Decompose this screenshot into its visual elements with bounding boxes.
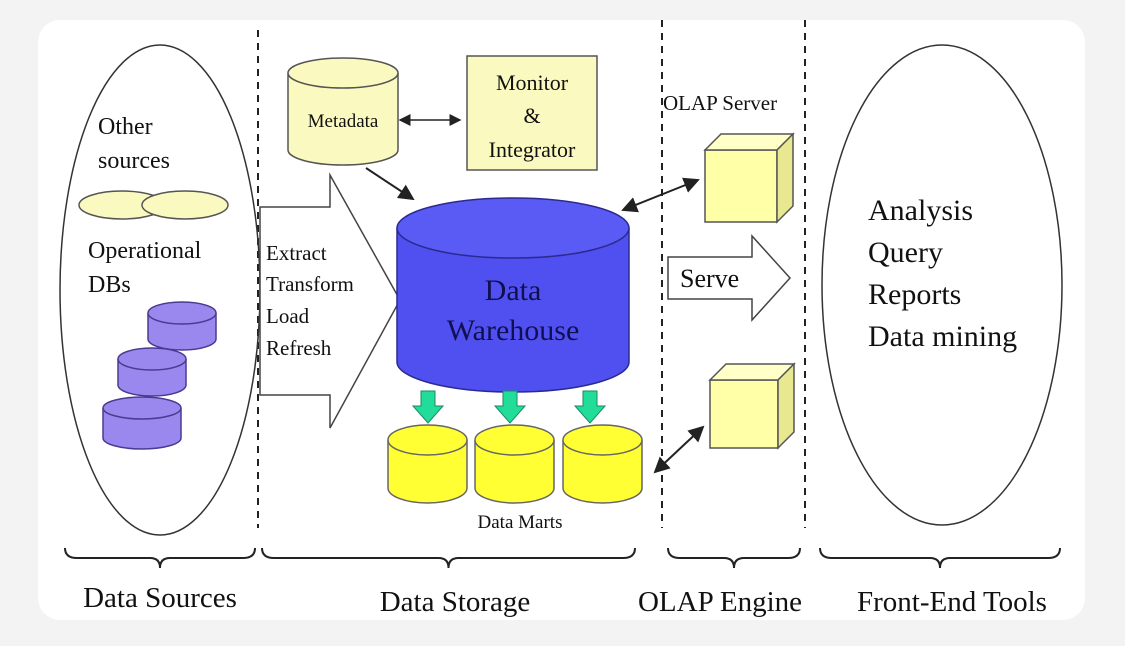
section-data-storage: Data Storage [380, 586, 531, 618]
metadata-label: Metadata [308, 111, 379, 132]
green-down-arrow-icon [493, 390, 527, 424]
operational-db-icon [102, 396, 182, 450]
section-braces [64, 547, 1061, 569]
operational-db-icon [117, 347, 187, 397]
data-marts [387, 424, 643, 504]
green-down-arrow-icon [411, 390, 445, 424]
serve-label: Serve [680, 264, 739, 293]
operational-dbs-label-2: DBs [88, 272, 131, 298]
integrator-label: Integrator [489, 137, 576, 162]
section-brace [819, 547, 1061, 569]
metadata-cylinder [287, 57, 399, 166]
other-sources-label-2: sources [98, 148, 170, 174]
warehouse-to-marts-arrows [411, 390, 607, 424]
etl-refresh: Refresh [266, 336, 332, 360]
warehouse-label-2: Warehouse [447, 314, 580, 347]
metadata-to-warehouse-arrow [365, 167, 415, 201]
section-brace [64, 547, 256, 569]
warehouse-label: Data [485, 274, 542, 307]
olap-cube-icon [708, 362, 796, 450]
etl-extract: Extract [266, 241, 327, 265]
olap-server-label: OLAP Server [663, 91, 777, 115]
warehouse-olap-arrow [621, 177, 700, 213]
etl-arrow [259, 172, 401, 429]
monitor-label: Monitor [496, 70, 569, 95]
section-data-sources: Data Sources [83, 582, 237, 614]
monitor-integrator-box [466, 55, 598, 171]
section-brace [667, 547, 801, 569]
section-dividers [257, 20, 806, 528]
data-mart-icon [562, 424, 643, 504]
green-down-arrow-icon [573, 390, 607, 424]
serve-arrow [667, 234, 792, 322]
data-marts-label: Data Marts [478, 512, 563, 533]
marts-olap-arrow [653, 425, 705, 474]
ampersand-label: & [523, 103, 540, 128]
olap-cubes [703, 132, 796, 450]
data-mart-icon [387, 424, 468, 504]
tool-query: Query [868, 236, 943, 269]
tool-analysis: Analysis [868, 194, 973, 227]
tool-data-mining: Data mining [868, 320, 1017, 353]
olap-cube-icon [703, 132, 795, 224]
data-warehouse-cylinder [396, 197, 630, 393]
section-olap-engine: OLAP Engine [638, 586, 802, 618]
other-sources-icon [78, 190, 229, 220]
operational-dbs-label: Operational [88, 238, 202, 264]
etl-load: Load [266, 304, 310, 328]
section-front-end-tools: Front-End Tools [857, 586, 1047, 618]
tool-reports: Reports [868, 278, 961, 311]
data-mart-icon [474, 424, 555, 504]
other-sources-label: Other [98, 114, 153, 140]
operational-db-icon [147, 301, 217, 351]
etl-transform: Transform [266, 272, 354, 296]
tools-ellipse [821, 44, 1063, 526]
section-brace [261, 547, 636, 569]
operational-db-icons [102, 301, 217, 450]
